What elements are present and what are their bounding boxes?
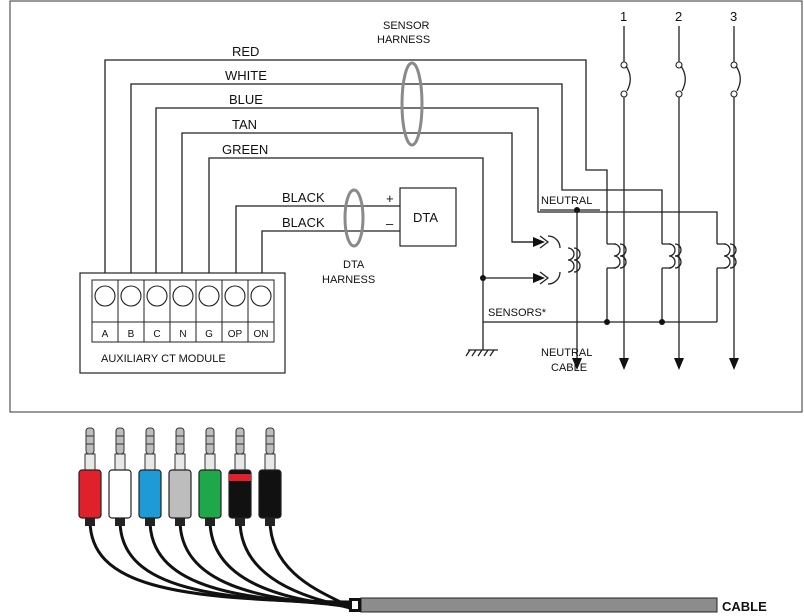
cable-label: CABLE xyxy=(722,599,767,614)
phase-line-1 xyxy=(619,26,631,370)
wire-label-white: WHITE xyxy=(225,68,267,83)
cable-jacket xyxy=(360,597,718,613)
phase-line-3 xyxy=(729,26,741,370)
plug-wire xyxy=(118,519,351,605)
dta-box xyxy=(399,187,457,247)
dta-section: BLACK BLACK + – DTA DTA HARNESS xyxy=(235,187,457,286)
terminal-screw xyxy=(94,285,116,307)
ct-coil-2 xyxy=(662,243,682,269)
dta-harness-ring xyxy=(343,188,365,248)
plug-wire xyxy=(208,519,351,609)
phase-line-2 xyxy=(674,26,686,370)
sensor-harness-label-2: HARNESS xyxy=(377,34,430,46)
wire-label-blue: BLUE xyxy=(229,92,263,107)
terminal-label: ON xyxy=(254,329,269,340)
dta-harness-label-1: DTA xyxy=(343,259,365,271)
banana-plug xyxy=(258,427,282,526)
wire-blue xyxy=(155,107,718,283)
terminal-label: N xyxy=(179,329,186,340)
ct-coil-1 xyxy=(607,243,627,269)
sensor-wires xyxy=(104,59,718,357)
banana-plug xyxy=(168,427,192,526)
neutral-label: NEUTRAL xyxy=(541,195,592,207)
aux-ct-module: A B C N G OP ON AUXILIARY CT MODULE xyxy=(79,272,286,374)
terminal-label: C xyxy=(153,329,160,340)
plug-wire xyxy=(268,519,352,610)
wire-red xyxy=(104,59,608,283)
wire-black-minus xyxy=(261,230,400,283)
neutral-cable-label-2: CABLE xyxy=(551,362,587,374)
terminal-screw xyxy=(198,285,220,307)
terminal-label: A xyxy=(102,329,109,340)
plug-wire xyxy=(238,519,351,610)
phase-lines: 1 2 3 xyxy=(619,9,741,370)
phase-ct-coils xyxy=(607,243,737,269)
sensors-label: SENSORS* xyxy=(488,307,547,319)
phase-label-1: 1 xyxy=(620,9,627,24)
terminal-label: G xyxy=(205,329,213,340)
terminal-screw xyxy=(250,285,272,307)
dta-minus: – xyxy=(386,216,394,231)
terminal-label: B xyxy=(128,329,135,340)
sensor-harness-ring xyxy=(400,61,424,147)
wire-label-black-1: BLACK xyxy=(282,190,325,205)
neutral-cable-label-1: NEUTRAL xyxy=(541,347,592,359)
diagram-frame xyxy=(9,0,803,413)
banana-plug xyxy=(198,427,222,526)
terminal-screw xyxy=(146,285,168,307)
wire-label-red: RED xyxy=(232,44,259,59)
connector-cable: CABLE xyxy=(78,427,767,614)
dta-plus: + xyxy=(386,191,394,206)
dta-harness-label-2: HARNESS xyxy=(322,274,375,286)
banana-plug xyxy=(228,427,252,526)
phase-label-2: 2 xyxy=(675,9,682,24)
wire-green xyxy=(208,157,484,322)
terminal-label: OP xyxy=(228,329,243,340)
wire-label-green: GREEN xyxy=(222,142,268,157)
dta-box-label: DTA xyxy=(413,210,438,225)
banana-plug xyxy=(138,427,162,526)
terminal-screw xyxy=(224,285,246,307)
module-title: AUXILIARY CT MODULE xyxy=(101,353,226,365)
sensor-harness-label-1: SENSOR xyxy=(383,20,430,32)
banana-plug xyxy=(78,427,102,526)
wire-white xyxy=(130,83,663,283)
wire-label-black-2: BLACK xyxy=(282,215,325,230)
neutral-sensor: NEUTRAL SENSORS* NEUTRAL CABLE xyxy=(483,195,600,374)
ct-coil-3 xyxy=(717,243,737,269)
terminal-screw xyxy=(172,285,194,307)
phase-label-3: 3 xyxy=(730,9,737,24)
terminal-screw xyxy=(120,285,142,307)
banana-plug xyxy=(108,427,132,526)
wire-label-tan: TAN xyxy=(232,117,257,132)
